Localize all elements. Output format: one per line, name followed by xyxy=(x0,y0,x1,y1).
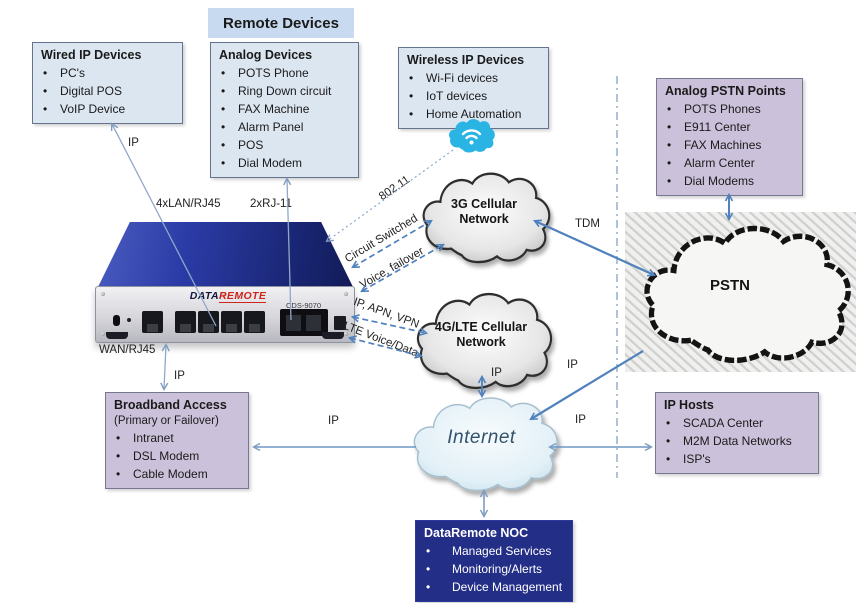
lan-port-1 xyxy=(175,311,196,333)
analog-devices-box: Analog Devices POTS Phone Ring Down circ… xyxy=(210,42,359,178)
list-item: Device Management xyxy=(424,578,566,596)
cloud-4g-label: 4G/LTE Cellular Network xyxy=(434,320,528,349)
rj11-port-block xyxy=(280,309,328,336)
cloud-3g-label: 3G Cellular Network xyxy=(451,197,517,226)
router-front-panel: DATAREMOTE CDS-9070 xyxy=(95,286,355,343)
cloud-internet-label: Internet xyxy=(447,427,516,448)
list-item: DSL Modem xyxy=(114,447,242,465)
reset-pinhole xyxy=(127,318,131,322)
list-item: POTS Phones xyxy=(665,100,796,118)
edge-label-ip-pstn: IP xyxy=(567,359,578,371)
list-item: Alarm Center xyxy=(665,154,796,172)
list-item: PC's xyxy=(41,64,176,82)
list-item: M2M Data Networks xyxy=(664,432,812,450)
edge-label-ip-4g: IP xyxy=(491,367,502,379)
cloud-pstn-label: PSTN xyxy=(709,277,750,294)
wired-ip-devices-box: Wired IP Devices PC's Digital POS VoIP D… xyxy=(32,42,183,124)
list-item: Dial Modem xyxy=(219,154,352,172)
analog-pstn-points-box: Analog PSTN Points POTS Phones E911 Cent… xyxy=(656,78,803,196)
edge-label-ip-broadband: IP xyxy=(328,415,339,427)
list-item: POS xyxy=(219,136,352,154)
wan-port xyxy=(142,311,163,333)
list-item: Alarm Panel xyxy=(219,118,352,136)
screw-icon xyxy=(344,332,348,336)
box-title: Analog Devices xyxy=(219,48,313,62)
antenna-port xyxy=(334,316,346,330)
list-item: Ring Down circuit xyxy=(219,82,352,100)
brand-left: DATA xyxy=(189,290,219,302)
edge-label-ip: IP xyxy=(128,137,139,149)
power-button xyxy=(113,315,120,326)
screw-icon xyxy=(344,292,348,296)
list-item: IoT devices xyxy=(407,87,542,105)
edge-label-rj11-ports: 2xRJ-11 xyxy=(250,198,292,210)
box-title: IP Hosts xyxy=(664,398,714,412)
rj11-port-2 xyxy=(306,315,321,331)
cds-9070-router: DATAREMOTE CDS-9070 xyxy=(85,210,357,352)
wifi-cloud-icon xyxy=(449,119,495,153)
rj11-port-1 xyxy=(286,315,301,331)
lan-port-3 xyxy=(221,311,242,333)
edge-label-ip-hosts: IP xyxy=(575,414,586,426)
lan-port-2 xyxy=(198,311,219,333)
box-title: Wireless IP Devices xyxy=(407,53,525,67)
router-top-face xyxy=(98,222,353,287)
edge-label-ip-wan: IP xyxy=(174,370,185,382)
list-item: Intranet xyxy=(114,429,242,447)
box-title: Analog PSTN Points xyxy=(665,84,786,98)
list-item: Dial Modems xyxy=(665,172,796,190)
lan-port-4 xyxy=(244,311,265,333)
box-title: DataRemote NOC xyxy=(424,526,529,540)
router-model-label: CDS-9070 xyxy=(286,301,322,310)
screw-icon xyxy=(101,332,105,336)
screw-icon xyxy=(222,292,226,296)
dataremote-logo: DATAREMOTE xyxy=(168,290,288,303)
list-item: FAX Machine xyxy=(219,100,352,118)
brand-right: REMOTE xyxy=(218,290,267,303)
list-item: Cable Modem xyxy=(114,465,242,483)
list-item: E911 Center xyxy=(665,118,796,136)
list-item: Monitoring/Alerts xyxy=(424,560,566,578)
list-item: FAX Machines xyxy=(665,136,796,154)
list-item: POTS Phone xyxy=(219,64,352,82)
wireless-ip-devices-box: Wireless IP Devices Wi-Fi devices IoT de… xyxy=(398,47,549,129)
dataremote-noc-box: DataRemote NOC Managed Services Monitori… xyxy=(415,520,573,602)
list-item: Wi-Fi devices xyxy=(407,69,542,87)
box-subtitle: (Primary or Failover) xyxy=(114,415,219,427)
edge-label-tdm: TDM xyxy=(575,218,600,230)
edge-label-lan-ports: 4xLAN/RJ45 xyxy=(156,198,221,210)
list-item: Home Automation xyxy=(407,105,542,123)
router-foot xyxy=(322,332,344,339)
list-item: SCADA Center xyxy=(664,414,812,432)
router-foot xyxy=(106,332,128,339)
edge-label-wan-port: WAN/RJ45 xyxy=(99,344,156,356)
list-item: ISP's xyxy=(664,450,812,468)
box-title: Broadband Access xyxy=(114,398,227,412)
list-item: Digital POS xyxy=(41,82,176,100)
list-item: Managed Services xyxy=(424,542,566,560)
ip-hosts-box: IP Hosts SCADA Center M2M Data Networks … xyxy=(655,392,819,474)
screw-icon xyxy=(101,292,105,296)
box-title: Wired IP Devices xyxy=(41,48,142,62)
list-item: VoIP Device xyxy=(41,100,176,118)
page-title: Remote Devices xyxy=(208,8,354,38)
broadband-access-box: Broadband Access (Primary or Failover) I… xyxy=(105,392,249,489)
